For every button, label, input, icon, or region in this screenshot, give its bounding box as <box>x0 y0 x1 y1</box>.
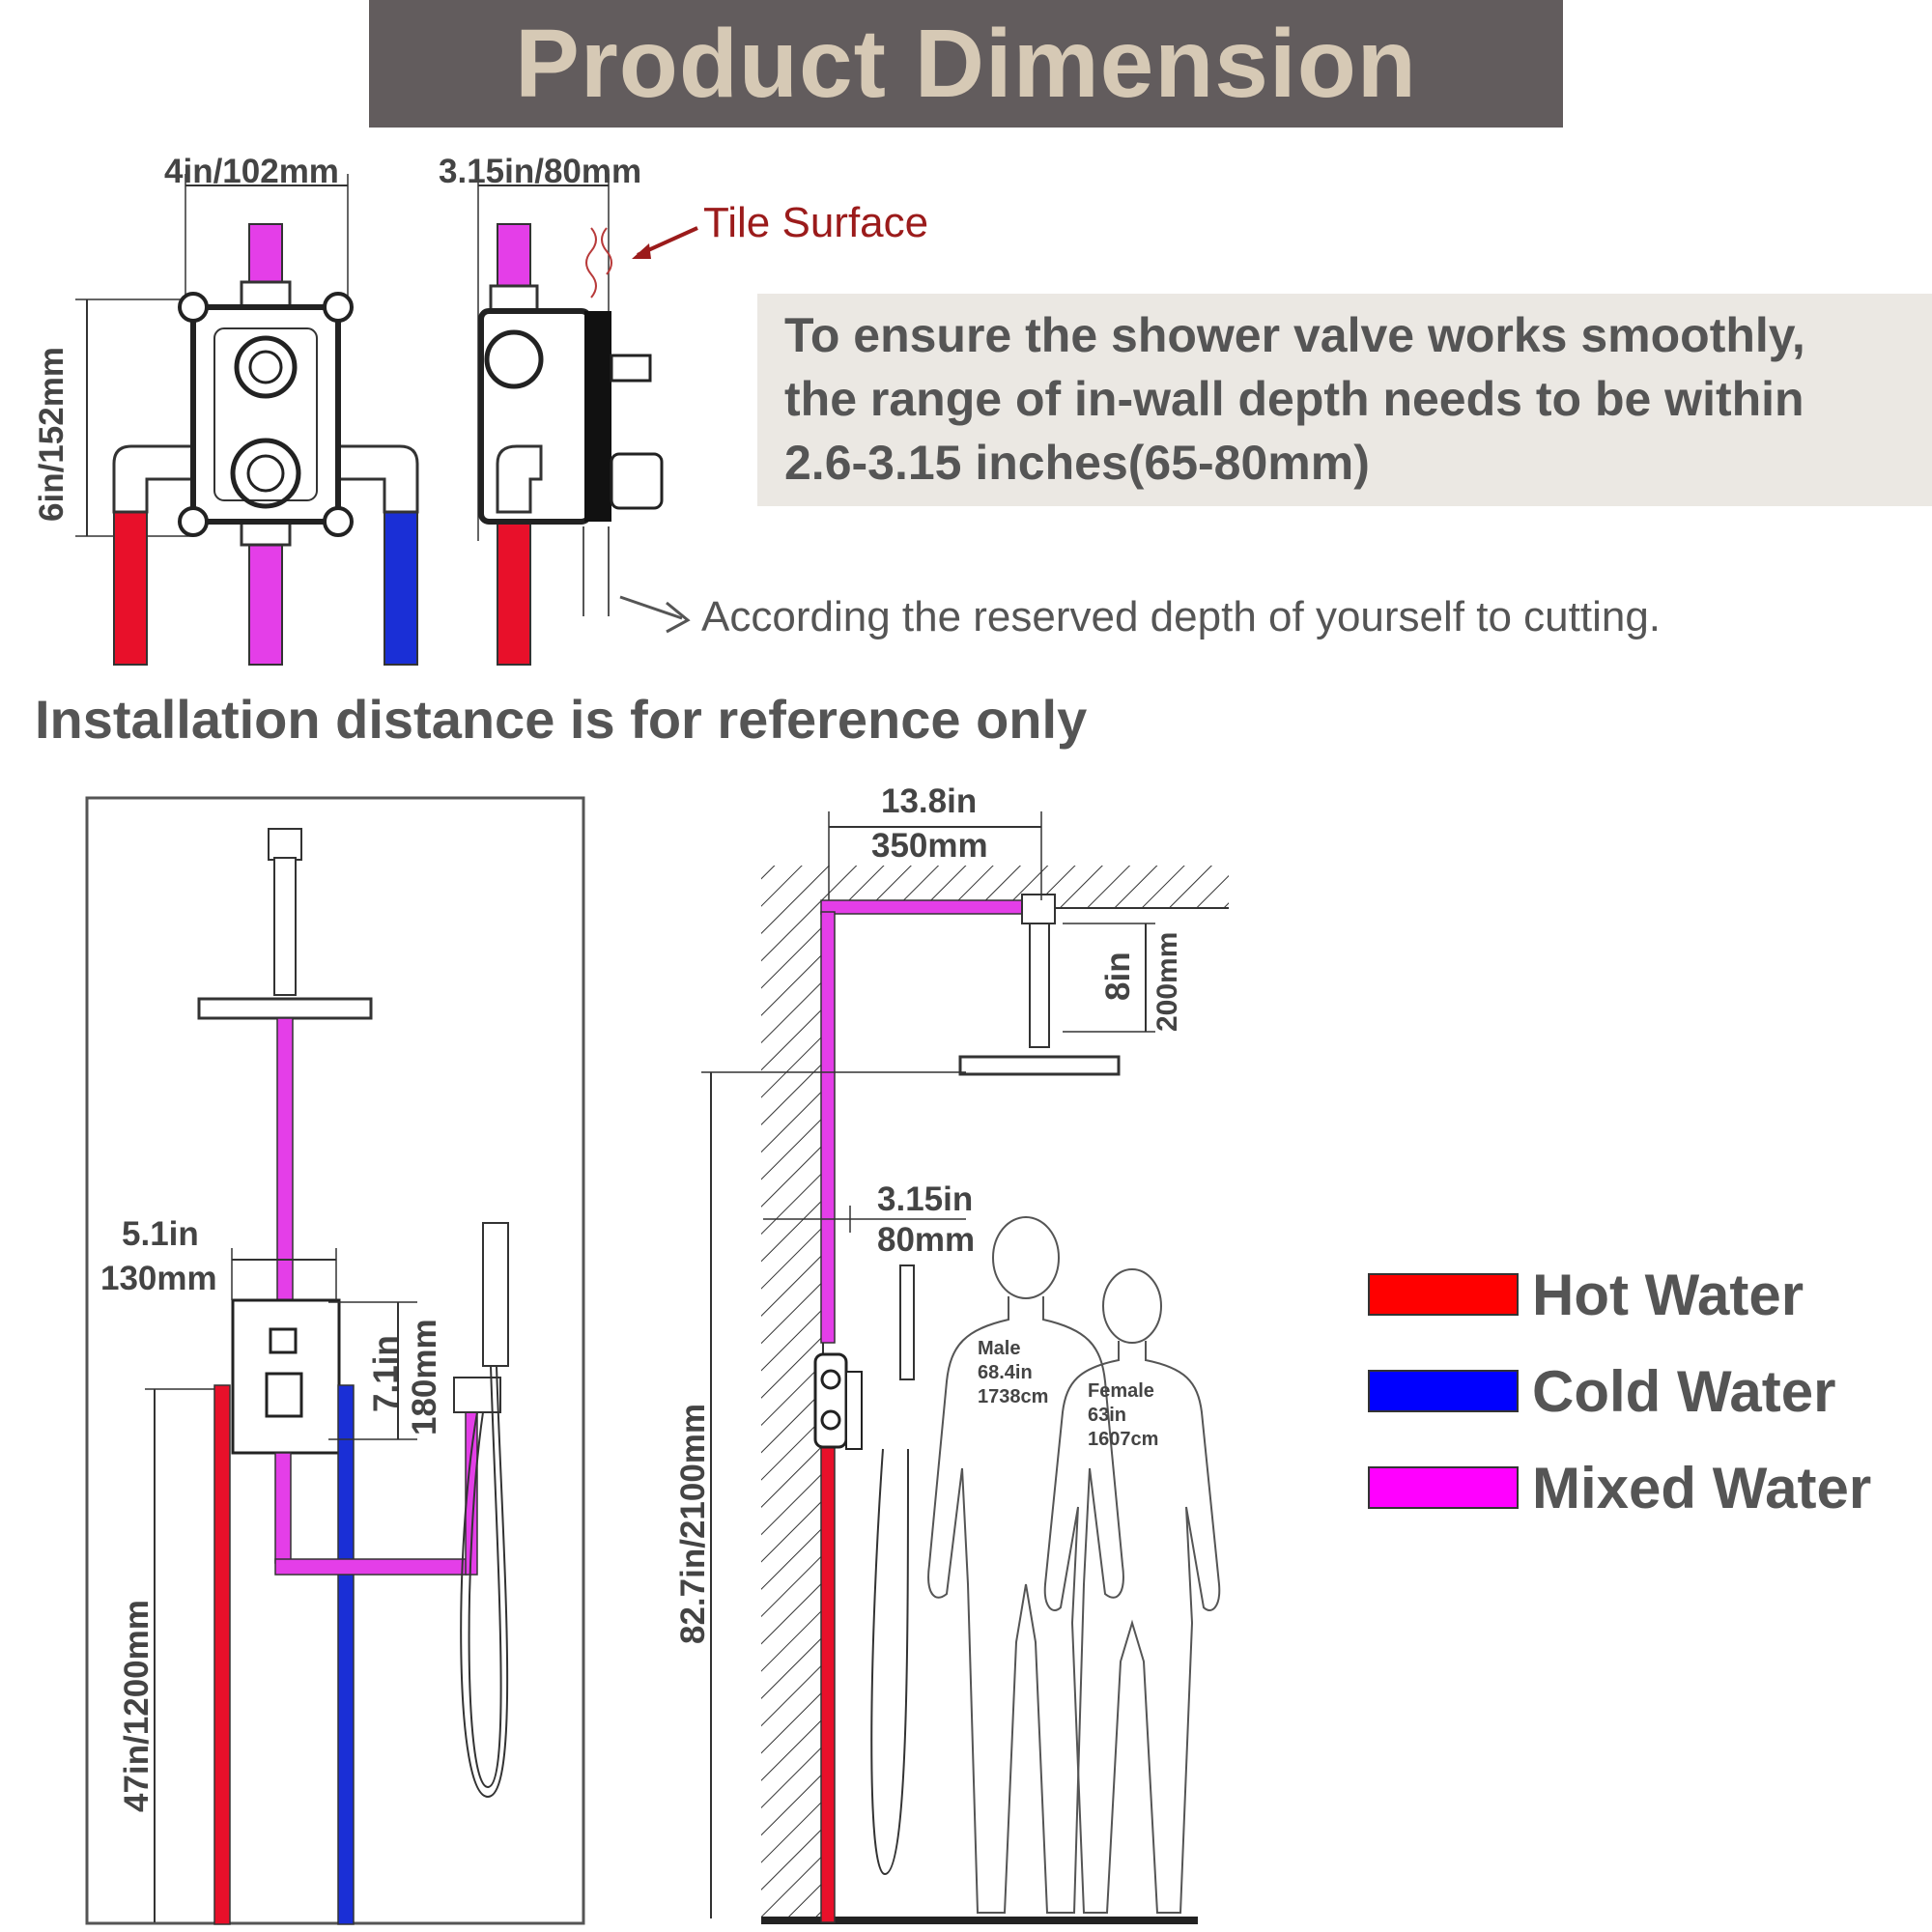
male-label: Male 68.4in 1738cm <box>978 1337 1048 1409</box>
male-height-in: 68.4in <box>978 1362 1033 1383</box>
side-arm-in: 13.8in <box>881 782 978 820</box>
valve-width-label: 4in/102mm <box>164 153 339 190</box>
front-valve-height-in: 7.1in <box>367 1335 405 1412</box>
in-wall-depth-note <box>757 294 1932 506</box>
side-drop-mm: 200mm <box>1151 931 1183 1032</box>
tile-surface-label: Tile Surface <box>703 199 929 246</box>
legend-label-cold: Cold Water <box>1532 1359 1836 1424</box>
front-offset-mm: 130mm <box>100 1260 217 1297</box>
valve-height-label: 6in/152mm <box>33 347 71 522</box>
valve-front-view <box>75 174 419 666</box>
note-line-1: To ensure the shower valve works smoothl… <box>784 308 1805 362</box>
legend-label-mixed: Mixed Water <box>1532 1456 1872 1520</box>
side-installation-view <box>701 811 1229 1924</box>
front-valve-height-mm: 180mm <box>406 1319 443 1435</box>
valve-side-view <box>477 174 698 666</box>
front-offset-in: 5.1in <box>122 1215 199 1253</box>
valve-depth-label: 3.15in/80mm <box>439 153 642 190</box>
legend-swatch-mixed <box>1368 1466 1519 1509</box>
female-label-title: Female <box>1088 1380 1154 1402</box>
legend-swatch-cold <box>1368 1370 1519 1412</box>
female-height-cm: 1607cm <box>1088 1429 1159 1450</box>
note-line-2: the range of in-wall depth needs to be w… <box>784 372 1804 426</box>
female-height-in: 63in <box>1088 1405 1127 1426</box>
female-label: Female 63in 1607cm <box>1088 1379 1158 1452</box>
note-line-3: 2.6-3.15 inches(65-80mm) <box>784 436 1370 490</box>
side-wall-mm: 80mm <box>877 1221 976 1259</box>
side-arm-mm: 350mm <box>871 827 988 865</box>
page-title: Product Dimension <box>515 9 1417 118</box>
side-head-height: 82.7in/2100mm <box>674 1403 712 1644</box>
front-installation-view <box>85 796 585 1925</box>
female-silhouette <box>1043 1268 1221 1914</box>
legend-label-hot: Hot Water <box>1532 1263 1804 1327</box>
title-bar: Product Dimension <box>369 0 1563 128</box>
side-wall-in: 3.15in <box>877 1180 974 1218</box>
cut-depth-note: According the reserved depth of yourself… <box>701 593 1662 640</box>
legend-swatch-hot <box>1368 1273 1519 1316</box>
side-drop-in: 8in <box>1099 952 1137 1001</box>
front-floor-height: 47in/1200mm <box>118 1600 156 1812</box>
male-label-title: Male <box>978 1338 1021 1359</box>
installation-heading: Installation distance is for reference o… <box>35 689 1088 750</box>
male-silhouette <box>927 1216 1124 1914</box>
male-height-cm: 1738cm <box>978 1386 1049 1407</box>
